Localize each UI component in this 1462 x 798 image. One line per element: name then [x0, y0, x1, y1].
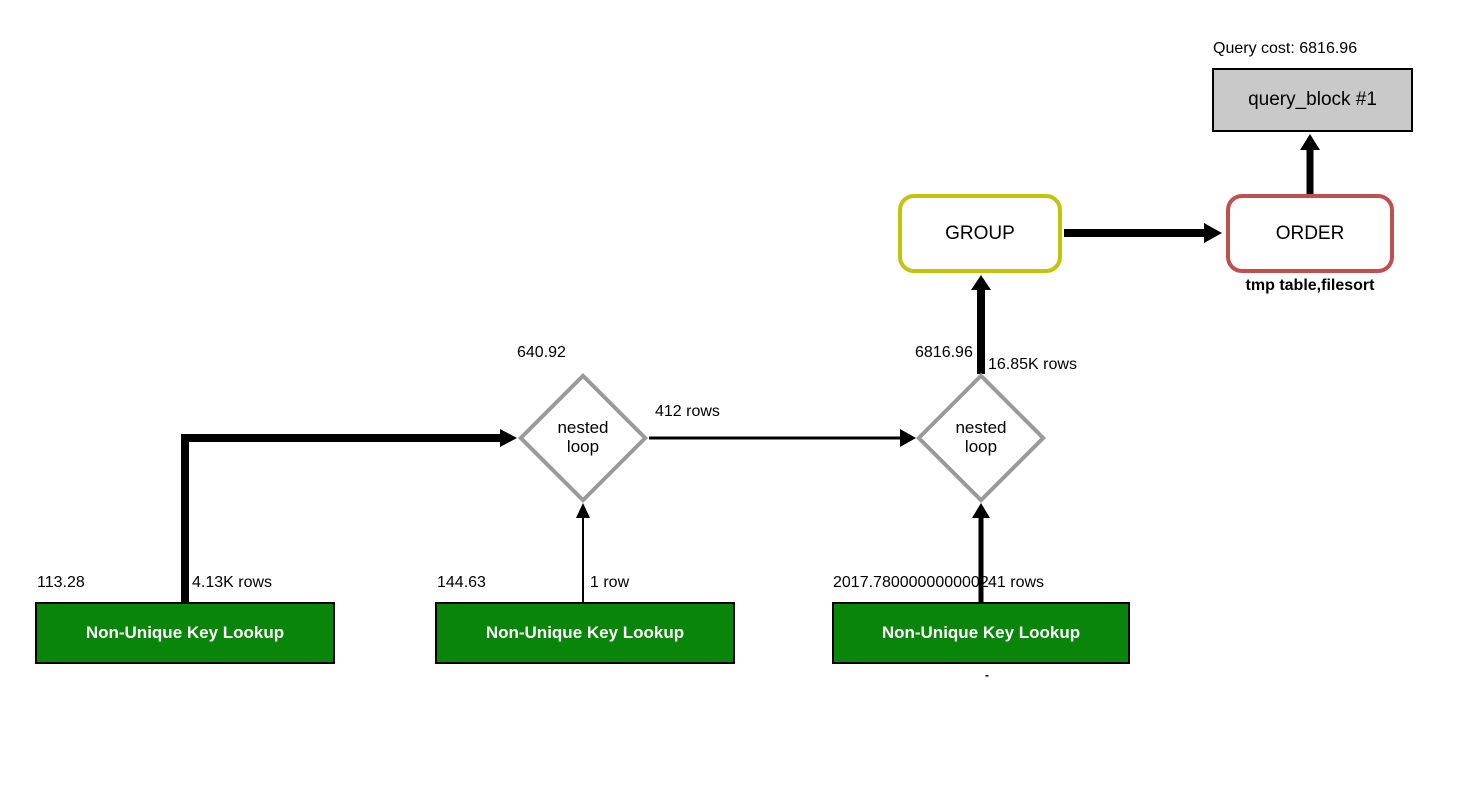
- lookup-3-cost: 2017.7800000000002: [833, 574, 989, 591]
- lookup-3-label: Non-Unique Key Lookup: [881, 623, 1081, 642]
- lookup-2-label: Non-Unique Key Lookup: [485, 623, 685, 642]
- edge-lookup3-to-nestedloop2: [972, 503, 990, 602]
- query-cost-label: Query cost: 6816.96: [1213, 40, 1358, 57]
- lookup-3-table-mark: -: [985, 668, 989, 682]
- lookup-2-cost: 144.63: [437, 574, 486, 591]
- edge-nestedloop1-to-nestedloop2: [649, 429, 916, 447]
- lookup-1-label: Non-Unique Key Lookup: [85, 623, 285, 642]
- group-node[interactable]: GROUP: [898, 194, 1062, 273]
- query-block-label: query_block #1: [1248, 89, 1377, 110]
- lookup-1-rows: 4.13K rows: [192, 574, 273, 591]
- edge-lookup1-to-nestedloop1: [181, 429, 517, 602]
- group-label: GROUP: [945, 222, 1015, 244]
- order-label: ORDER: [1275, 222, 1345, 244]
- lookup-1-node[interactable]: Non-Unique Key Lookup: [35, 602, 335, 664]
- edge-group-to-order: [1064, 223, 1222, 243]
- nested-loop-2-cost: 6816.96: [915, 344, 973, 361]
- edge-nestedloop2-to-group: [971, 275, 991, 374]
- lookup-3-rows: 41 rows: [988, 574, 1045, 591]
- query-block-node[interactable]: query_block #1: [1212, 68, 1413, 132]
- order-note: tmp table,filesort: [1245, 277, 1375, 294]
- order-node[interactable]: ORDER: [1226, 194, 1394, 273]
- lookup-2-rows: 1 row: [590, 574, 630, 591]
- lookup-3-node[interactable]: Non-Unique Key Lookup: [832, 602, 1130, 664]
- edge-lookup2-to-nestedloop1: [576, 503, 590, 602]
- lookup-1-cost: 113.28: [37, 574, 85, 591]
- nested-loop-1-cost: 640.92: [517, 344, 566, 361]
- nested-loop-1-label: nested loop: [557, 418, 609, 456]
- nested-loop-2-label: nested loop: [955, 418, 1007, 456]
- nested-loop-2-rows-out: 16.85K rows: [988, 356, 1077, 373]
- nested-loop-1-rows-out: 412 rows: [655, 403, 720, 420]
- lookup-2-node[interactable]: Non-Unique Key Lookup: [435, 602, 735, 664]
- edge-order-to-queryblock: [1300, 134, 1320, 194]
